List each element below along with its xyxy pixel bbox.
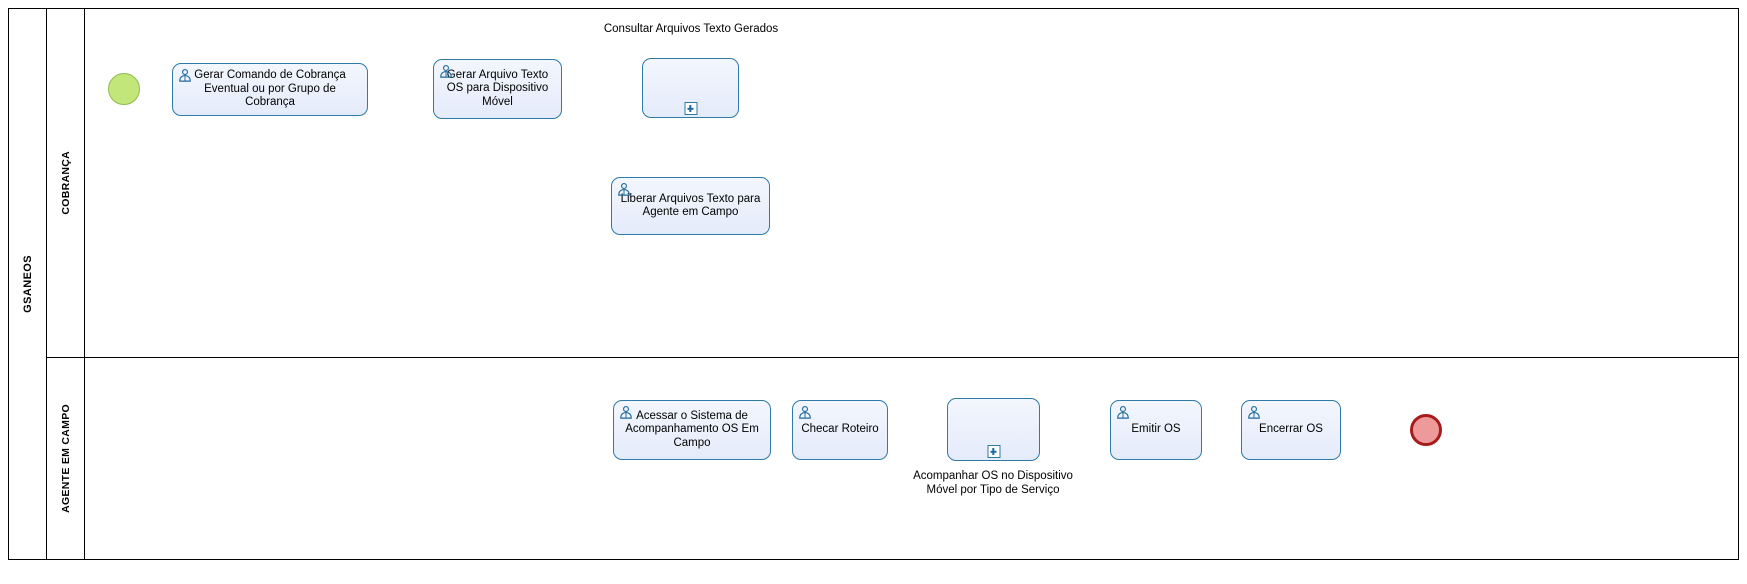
lane-title-agente-em-campo: AGENTE EM CAMPO — [59, 404, 72, 513]
task-checar-roteiro[interactable]: Checar Roteiro — [792, 400, 888, 460]
subprocess-consultar-arquivos-texto-gerados[interactable] — [642, 58, 739, 118]
start-event[interactable] — [108, 73, 140, 105]
user-task-icon — [618, 183, 630, 196]
user-task-icon — [440, 65, 452, 78]
user-task-icon — [1117, 406, 1129, 419]
task-encerrar-os[interactable]: Encerrar OS — [1241, 400, 1341, 460]
task-label: Gerar Comando de Cobrança Eventual ou po… — [194, 69, 346, 109]
lane-body-cobranca — [85, 9, 1738, 357]
task-label: Checar Roteiro — [801, 423, 879, 436]
task-label: Encerrar OS — [1259, 423, 1323, 436]
task-emitir-os[interactable]: Emitir OS — [1110, 400, 1202, 460]
task-label: Gerar Arquivo Texto OS para Dispositivo … — [446, 68, 549, 108]
subprocess-label-acompanhar-os-dispositivo-movel: Acompanhar OS no Dispositivo Móvel por T… — [913, 470, 1073, 496]
lane-body-agente-em-campo — [85, 358, 1738, 559]
lane-agente-em-campo: AGENTE EM CAMPO — [47, 358, 1738, 559]
task-gerar-arquivo-texto-os[interactable]: Gerar Arquivo Texto OS para Dispositivo … — [433, 59, 562, 119]
lane-header-cobranca: COBRANÇA — [47, 9, 85, 357]
subprocess-acompanhar-os-dispositivo-movel[interactable] — [947, 398, 1040, 461]
task-label: Emitir OS — [1131, 423, 1181, 436]
subprocess-expand-icon[interactable] — [987, 445, 1000, 458]
subprocess-expand-icon[interactable] — [684, 102, 697, 115]
task-label: Liberar Arquivos Texto para Agente em Ca… — [620, 192, 761, 219]
task-gerar-comando-de-cobranca[interactable]: Gerar Comando de Cobrança Eventual ou po… — [172, 63, 368, 116]
user-task-icon — [179, 69, 191, 82]
lane-title-cobranca: COBRANÇA — [59, 151, 72, 215]
user-task-icon — [620, 406, 632, 419]
task-acessar-sistema-acompanhamento[interactable]: Acessar o Sistema de Acompanhamento OS E… — [613, 400, 771, 460]
end-event[interactable] — [1410, 414, 1442, 446]
task-label: Acessar o Sistema de Acompanhamento OS E… — [625, 409, 759, 449]
user-task-icon — [1248, 406, 1260, 419]
lane-cobranca: COBRANÇA — [47, 9, 1738, 358]
user-task-icon — [799, 406, 811, 419]
lane-header-agente-em-campo: AGENTE EM CAMPO — [47, 358, 85, 559]
subprocess-label-consultar-arquivos-texto-gerados: Consultar Arquivos Texto Gerados — [603, 23, 779, 35]
pool-header: GSANEOS — [9, 9, 47, 559]
pool-title: GSANEOS — [21, 255, 34, 313]
task-liberar-arquivos-texto[interactable]: Liberar Arquivos Texto para Agente em Ca… — [611, 177, 770, 235]
